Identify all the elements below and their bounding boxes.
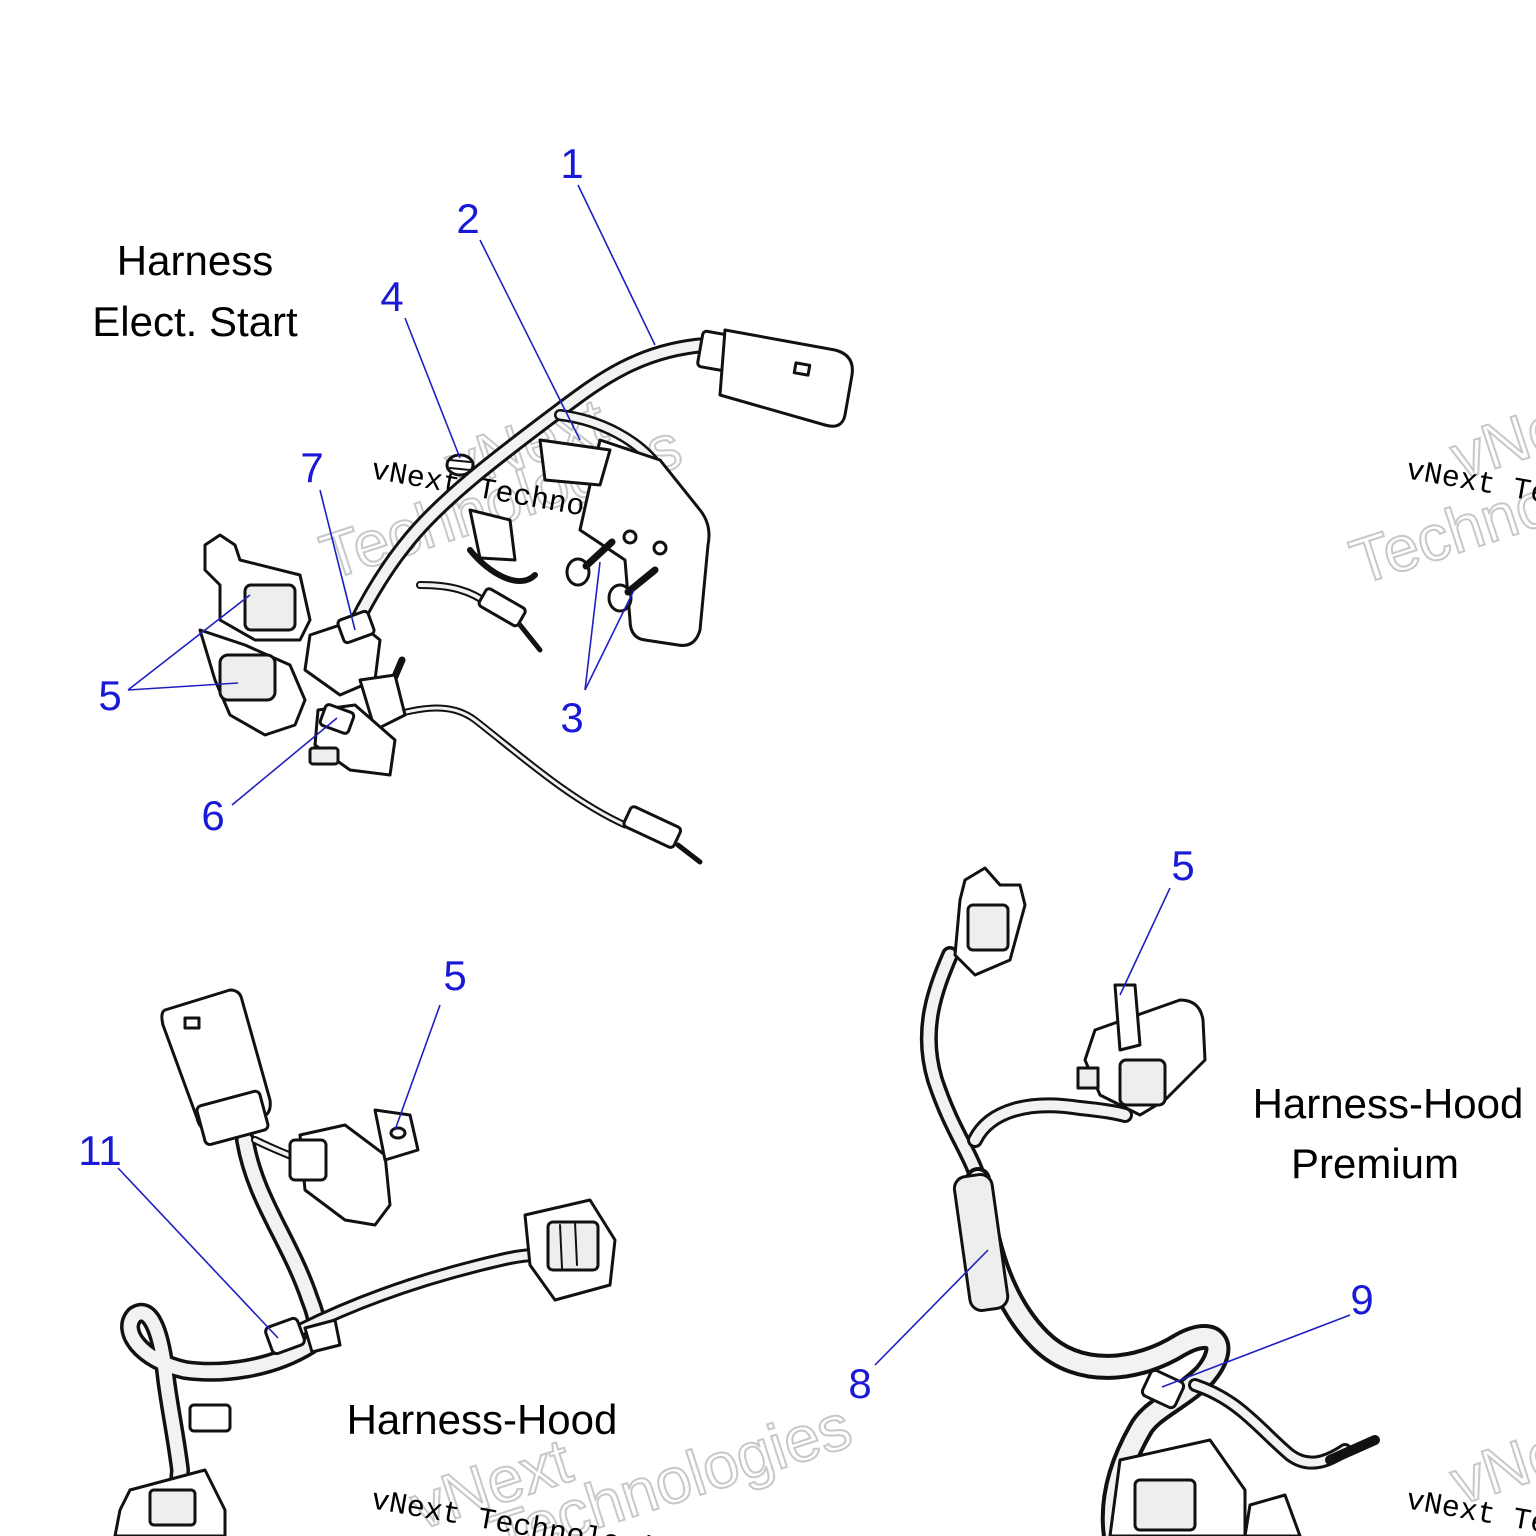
leader-11 xyxy=(117,1167,279,1339)
screw-upper xyxy=(565,538,616,587)
callout-5-elect-start: 5 xyxy=(98,672,121,719)
premium-clip-item-9 xyxy=(1140,1368,1186,1410)
callout-7: 7 xyxy=(300,444,323,491)
leader-6 xyxy=(231,717,338,806)
sensor-cap-lower xyxy=(198,628,307,737)
assembly-harness-hood xyxy=(113,988,617,1536)
callout-11: 11 xyxy=(78,1127,122,1174)
sensor-cap-upper xyxy=(203,533,312,642)
callout-8: 8 xyxy=(848,1360,871,1407)
title-elect-start-line2: Elect. Start xyxy=(92,298,298,345)
callout-3: 3 xyxy=(560,694,583,741)
leader-5-hood xyxy=(394,1004,441,1131)
ground-stud xyxy=(358,656,407,732)
screw-lower xyxy=(607,566,659,613)
leader-4 xyxy=(404,317,461,459)
title-hood-premium-line2: Premium xyxy=(1291,1140,1459,1187)
watermark-top-right: vNext Technologies vNext Technologies xyxy=(1341,373,1536,599)
hood-connector-main xyxy=(160,988,272,1146)
callout-1: 1 xyxy=(560,140,583,187)
callout-9: 9 xyxy=(1350,1276,1373,1323)
harness-connector-main xyxy=(696,328,854,428)
leader-lines xyxy=(117,184,1351,1388)
hood-sensor-item-5 xyxy=(288,1108,420,1227)
callout-5-hood: 5 xyxy=(443,952,466,999)
leader-8 xyxy=(874,1249,989,1366)
hood-connector-right xyxy=(523,1198,617,1302)
lead-terminal-short xyxy=(477,587,527,628)
title-hood: Harness-Hood xyxy=(347,1396,618,1443)
premium-sleeve-item-8 xyxy=(952,1173,1010,1312)
hood-clip-item-11 xyxy=(264,1316,342,1356)
mounting-bracket xyxy=(467,438,711,647)
assembly-harness-elect-start xyxy=(198,328,854,865)
lead-terminal-long xyxy=(622,805,683,849)
leader-5b xyxy=(127,682,239,691)
callout-6: 6 xyxy=(201,792,224,839)
leader-9 xyxy=(1161,1314,1351,1388)
leader-7 xyxy=(319,489,356,631)
stud-item-4 xyxy=(445,453,475,477)
leader-5a xyxy=(127,594,251,691)
premium-lower-right-connector xyxy=(1243,1435,1380,1536)
premium-connector-top xyxy=(953,866,1027,977)
callout-5-premium: 5 xyxy=(1171,842,1194,889)
title-elect-start-line1: Harness xyxy=(117,237,273,284)
watermark-bottom-right: vNext vNext Technologies xyxy=(1403,1398,1536,1536)
leader-2 xyxy=(479,239,581,441)
assembly-harness-hood-premium xyxy=(919,866,1380,1536)
callout-2: 2 xyxy=(456,195,479,242)
leader-5-premium xyxy=(1119,887,1171,996)
hood-lower-clip xyxy=(188,1403,232,1433)
leader-1 xyxy=(577,184,656,346)
connector-item-7 xyxy=(303,609,382,697)
leader-3a xyxy=(584,561,601,691)
hood-lower-connector xyxy=(113,1468,227,1536)
callout-numbers: 1 2 3 4 5 5 5 6 7 8 9 11 xyxy=(78,140,1373,1407)
callout-4: 4 xyxy=(380,273,403,320)
premium-lower-connector xyxy=(1108,1438,1247,1536)
title-hood-premium-line1: Harness-Hood xyxy=(1253,1080,1524,1127)
leader-3b xyxy=(584,589,635,691)
connector-item-6 xyxy=(308,703,397,777)
premium-sensor-item-5 xyxy=(1076,983,1207,1117)
